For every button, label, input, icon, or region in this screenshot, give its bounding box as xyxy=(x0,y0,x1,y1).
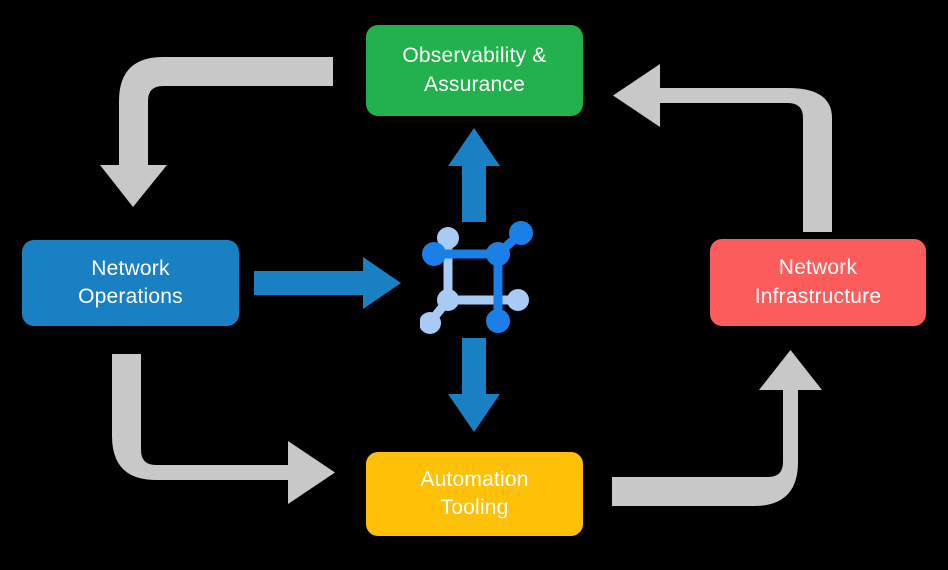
center-up-arrow xyxy=(448,128,500,222)
observability-label-line2: Assurance xyxy=(423,72,526,96)
topology-nodes-light xyxy=(420,227,529,334)
infrastructure-to-observability-arrow-shape xyxy=(613,64,832,232)
observability-to-operations-arrow xyxy=(100,57,333,207)
operations-to-center-arrow xyxy=(254,257,401,309)
node-box-automation-tooling[interactable]: Automation Tooling xyxy=(366,452,583,536)
automation-tooling-label-line2: Tooling xyxy=(440,496,509,519)
network-infrastructure-label-line2: Infrastructure xyxy=(754,284,882,308)
node-box-observability[interactable]: Observability & Assurance xyxy=(366,25,583,116)
network-operations-label-line1: Network xyxy=(91,256,170,280)
center-down-arrow xyxy=(448,338,500,432)
observability-label-line1: Observability & xyxy=(402,44,547,68)
node-box-network-infrastructure[interactable]: Network Infrastructure xyxy=(710,239,926,326)
topology-nodes-dark xyxy=(422,221,533,333)
network-operations-label-line2: Operations xyxy=(78,285,183,308)
operations-to-automation-arrow xyxy=(112,354,335,504)
automation-tooling-label-line1: Automation xyxy=(420,467,529,491)
automation-to-infrastructure-arrow xyxy=(612,350,822,506)
node-box-network-operations[interactable]: Network Operations xyxy=(22,240,239,326)
network-topology-icon xyxy=(420,221,533,334)
network-infrastructure-label-line1: Network xyxy=(778,256,858,280)
